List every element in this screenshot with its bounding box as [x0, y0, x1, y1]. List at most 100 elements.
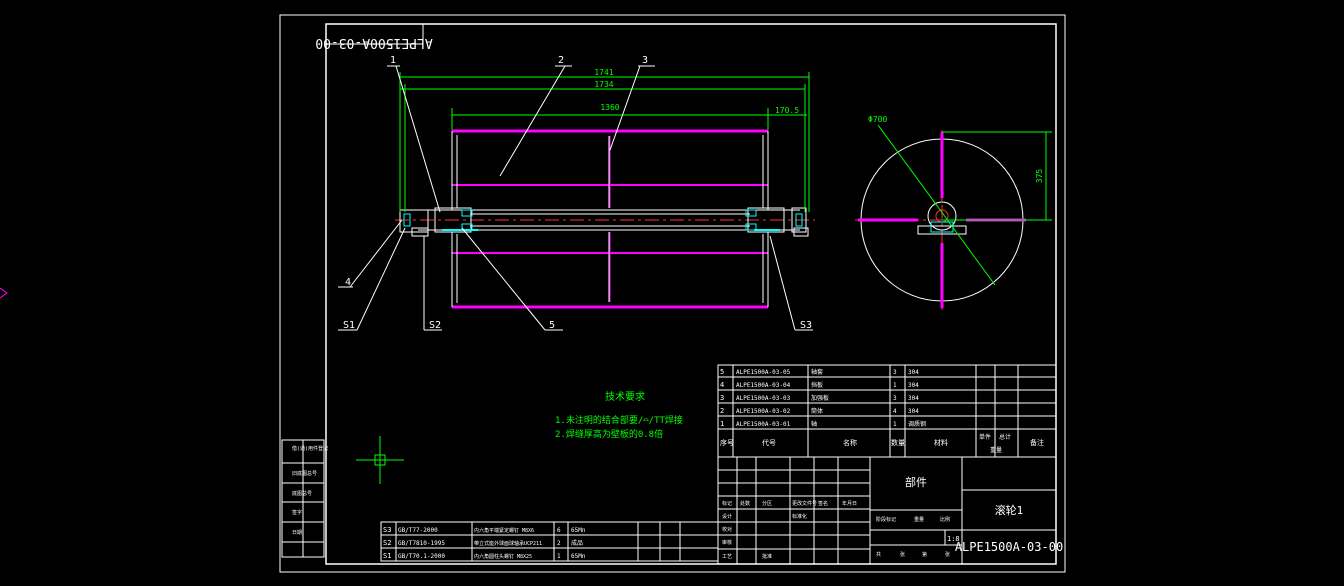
- svg-text:3: 3: [893, 395, 897, 402]
- svg-text:65Mn: 65Mn: [571, 553, 586, 560]
- parts-list-header: 序号 代号 名称 数量 材料 单件 总计 重量 备注: [720, 433, 1044, 454]
- svg-text:ALPE1500A-03-03: ALPE1500A-03-03: [736, 395, 791, 402]
- table-row: 5 ALPE1500A-03-05 轴套 3 304: [720, 368, 919, 376]
- svg-text:6: 6: [557, 527, 561, 534]
- svg-text:代号: 代号: [762, 438, 776, 447]
- title-block-label: 张: [900, 551, 905, 558]
- title-block-label: 分区: [762, 500, 772, 507]
- svg-text:调质钢: 调质钢: [908, 420, 926, 428]
- svg-text:挡板: 挡板: [811, 381, 823, 389]
- dim-offset: 170.5: [775, 106, 799, 115]
- title-block-label: 比例: [940, 516, 950, 523]
- svg-text:S1: S1: [383, 552, 391, 560]
- callout-label: 1: [390, 55, 396, 66]
- svg-text:单件: 单件: [979, 433, 991, 441]
- side-strip: 借(通)用件登记 旧底图总号 底图总号 签字 日期: [281, 439, 328, 558]
- table-row: 3 ALPE1500A-03-03 加强板 3 304: [720, 394, 919, 402]
- side-strip-label: 借(通)用件登记: [292, 445, 328, 452]
- dim-height: 375: [1035, 169, 1044, 184]
- side-strip-label: 日期: [292, 530, 302, 536]
- title-block-label: 批准: [762, 553, 772, 560]
- table-row: 2 ALPE1500A-03-02 筒体 4 304: [720, 407, 919, 415]
- tech-req-line: 1.未注明的结合部要/⌓/TT焊接: [555, 414, 683, 426]
- tech-req-line: 2.焊缝厚高为壁板的0.8倍: [555, 428, 663, 440]
- table-row: 4 ALPE1500A-03-04 挡板 1 304: [720, 381, 919, 389]
- side-strip-label: 旧底图总号: [292, 470, 317, 477]
- title-block-label: 审核: [722, 539, 732, 546]
- title-block-label: 校对: [722, 526, 732, 533]
- title-block-label: 年月日: [842, 500, 857, 507]
- svg-text:GB/T70.1-2000: GB/T70.1-2000: [398, 553, 445, 560]
- svg-text:S3: S3: [383, 526, 391, 534]
- svg-text:成品: 成品: [571, 539, 583, 547]
- callout-label: 5: [549, 320, 555, 331]
- svg-text:65Mn: 65Mn: [571, 527, 586, 534]
- svg-text:304: 304: [908, 408, 919, 415]
- title-block-label: 处数: [740, 500, 750, 507]
- callout-label: 4: [345, 277, 351, 288]
- svg-text:GB/T77-2000: GB/T77-2000: [398, 527, 438, 534]
- svg-text:3: 3: [893, 369, 897, 376]
- svg-text:ALPE1500A-03-05: ALPE1500A-03-05: [736, 369, 791, 376]
- callout-label: 2: [558, 55, 564, 66]
- drawing-code: ALPE1500A-03-00: [955, 540, 1063, 554]
- title-block-label: 更改文件号: [792, 500, 817, 507]
- dim-diameter: Φ700: [868, 115, 887, 124]
- tech-req-title: 技术要求: [605, 390, 645, 403]
- scale-value: 1:8: [947, 535, 960, 543]
- side-view: Φ700 375: [855, 115, 1052, 310]
- title-block-label: 阶段标记: [876, 516, 896, 523]
- svg-text:加强板: 加强板: [811, 394, 829, 402]
- table-row: S1 GB/T70.1-2000 内六角圆柱头螺钉 M8X25 1 65Mn: [383, 552, 586, 560]
- title-block-label: 张: [945, 551, 950, 558]
- svg-text:重量: 重量: [990, 446, 1002, 454]
- inner-border: [325, 23, 1057, 565]
- title-block-label: 签名: [818, 500, 828, 507]
- svg-text:1: 1: [720, 420, 724, 428]
- svg-text:1: 1: [893, 382, 897, 389]
- standard-parts-table: S3 GB/T77-2000 内六角平端紧定螺钉 M8X6 6 65Mn S2 …: [380, 521, 719, 562]
- svg-text:GB/T7810-1995: GB/T7810-1995: [398, 540, 445, 547]
- title-block-label: 重量: [914, 516, 924, 523]
- callout-label: 3: [642, 55, 648, 66]
- title-block-label: 第: [922, 551, 927, 558]
- category-label: 部件: [905, 475, 927, 489]
- svg-text:S2: S2: [383, 539, 391, 547]
- dim-total-length: 1741: [594, 68, 613, 77]
- part-name: 滚轮1: [995, 503, 1024, 517]
- svg-text:1: 1: [893, 421, 897, 428]
- svg-text:4: 4: [720, 381, 724, 389]
- svg-text:轴套: 轴套: [811, 368, 823, 376]
- svg-text:ALPE1500A-03-04: ALPE1500A-03-04: [736, 382, 791, 389]
- svg-text:备注: 备注: [1030, 438, 1044, 447]
- ucs-marker: [356, 436, 404, 484]
- svg-text:5: 5: [720, 368, 724, 376]
- front-view: 1741 1734 1360 170.5 1 2 3 4 5 S1 S2 S3: [338, 55, 815, 331]
- title-block: 标记 处数 分区 更改文件号 签名 年月日 设计 标准化 校对 审核 工艺 批准…: [717, 456, 1063, 565]
- svg-text:ALPE1500A-03-02: ALPE1500A-03-02: [736, 408, 791, 415]
- dim-shell-length: 1360: [600, 103, 619, 112]
- svg-text:筒体: 筒体: [811, 407, 823, 415]
- svg-text:ALPE1500A-03-01: ALPE1500A-03-01: [736, 421, 791, 428]
- drawing-code-rotated: ALPE1500A-03-00: [315, 35, 432, 50]
- svg-text:名称: 名称: [843, 438, 857, 447]
- svg-text:序号: 序号: [720, 438, 734, 447]
- svg-text:内六角平端紧定螺钉 M8X6: 内六角平端紧定螺钉 M8X6: [474, 527, 534, 534]
- svg-text:带立式座外球面球轴承UCP211: 带立式座外球面球轴承UCP211: [474, 540, 542, 547]
- side-strip-label: 签字: [292, 509, 302, 516]
- title-block-label: 共: [876, 551, 881, 558]
- title-block-label: 设计: [722, 513, 732, 520]
- side-strip-label: 底图总号: [292, 490, 312, 497]
- callout-label: S3: [800, 320, 812, 331]
- callout-label: S2: [429, 320, 441, 331]
- title-block-label: 标准化: [792, 513, 807, 520]
- svg-text:3: 3: [720, 394, 724, 402]
- svg-text:304: 304: [908, 382, 919, 389]
- table-row: S3 GB/T77-2000 内六角平端紧定螺钉 M8X6 6 65Mn: [383, 526, 586, 534]
- dim-length-2: 1734: [594, 80, 613, 89]
- svg-text:2: 2: [720, 407, 724, 415]
- svg-text:304: 304: [908, 369, 919, 376]
- svg-text:内六角圆柱头螺钉 M8X25: 内六角圆柱头螺钉 M8X25: [474, 553, 532, 560]
- title-block-label: 工艺: [722, 554, 732, 560]
